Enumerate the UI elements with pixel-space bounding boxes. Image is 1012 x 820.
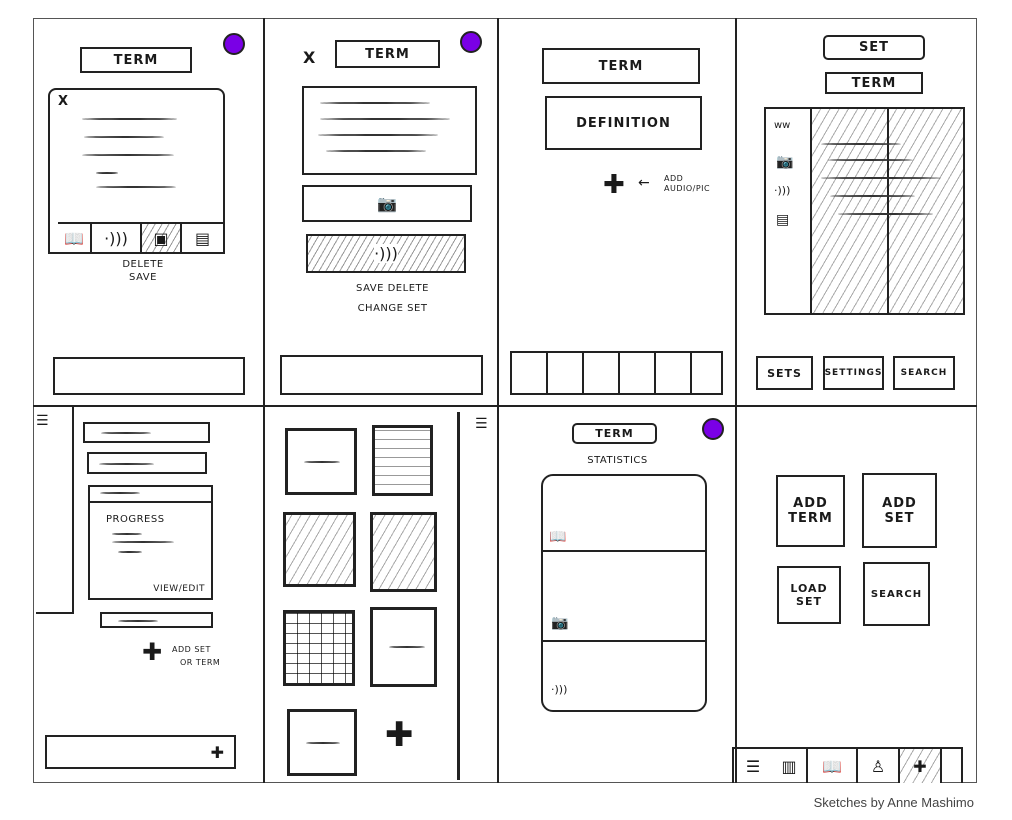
search-tab[interactable]: SEARCH — [893, 356, 955, 390]
book-icon: 📖 — [549, 529, 567, 545]
plus-icon[interactable]: ✚ — [603, 170, 625, 200]
divider — [497, 18, 499, 783]
save-delete-actions[interactable]: SAVE DELETE — [356, 283, 429, 294]
tile[interactable] — [283, 512, 356, 587]
plus-icon[interactable]: ✚ — [900, 749, 942, 783]
term-title: TERM — [335, 40, 440, 68]
camera-button[interactable]: 📷 — [302, 185, 472, 222]
definition-text-box[interactable] — [302, 86, 477, 175]
gallery-icon[interactable]: ▤ — [194, 228, 211, 248]
add-audio-pic-note: ADD AUDIO/PIC — [664, 174, 711, 194]
set-row[interactable] — [87, 452, 207, 474]
term-card: X 📖 ·))) ▣ ▤ — [48, 88, 225, 254]
add-set-label: ADD SET — [172, 645, 211, 654]
bottom-bar: ✚ — [45, 735, 236, 769]
set-row[interactable] — [83, 422, 210, 443]
book-icon[interactable]: 📖 — [808, 749, 858, 783]
audio-icon: ·))) — [551, 683, 568, 696]
tile[interactable] — [283, 610, 355, 686]
divider — [33, 405, 977, 407]
audio-icon[interactable]: ·))) — [774, 184, 791, 197]
divider — [263, 18, 265, 783]
marker-dot — [702, 418, 724, 440]
set-card-expanded: PROGRESS VIEW/EDIT — [88, 485, 213, 600]
scrollbar[interactable] — [457, 412, 460, 780]
divider — [735, 18, 737, 783]
audio-button[interactable]: ·))) — [306, 234, 466, 273]
bottom-bar — [53, 357, 245, 395]
camera-icon[interactable]: 📷 — [776, 154, 794, 170]
gallery-icon[interactable]: ▤ — [776, 212, 790, 228]
view-edit-link[interactable]: VIEW/EDIT — [153, 584, 205, 595]
tile[interactable] — [372, 425, 433, 496]
plus-icon[interactable]: ✚ — [142, 638, 163, 666]
tile[interactable] — [287, 709, 357, 776]
close-button[interactable]: X — [303, 48, 317, 67]
sets-icon[interactable]: ▥ — [772, 749, 808, 783]
bottom-bar — [280, 355, 483, 395]
definition-input[interactable]: DEFINITION — [545, 96, 702, 150]
menu-icon[interactable]: ☰ — [745, 756, 761, 776]
photo-icon[interactable]: ▣ — [142, 224, 182, 252]
plus-icon[interactable]: ✚ — [210, 742, 224, 762]
term-title: TERM — [80, 47, 192, 73]
statistics-title: STATISTICS — [587, 455, 648, 466]
or-term-label: OR TERM — [180, 658, 221, 667]
caption: Sketches by Anne Mashimo — [813, 795, 974, 810]
set-table: ww 📷 ·))) ▤ — [764, 107, 965, 315]
audio-icon: ·))) — [374, 244, 398, 263]
bottom-nav: ☰ ▥ 📖 ♙ ✚ — [732, 747, 963, 783]
term-title: TERM — [825, 72, 923, 94]
side-drawer — [36, 407, 74, 614]
save-action[interactable]: SAVE — [129, 272, 157, 283]
settings-tab[interactable]: SETTINGS — [823, 356, 884, 390]
profile-icon[interactable]: ♙ — [858, 749, 900, 783]
marker-dot — [460, 31, 482, 53]
set-title: SET — [823, 35, 925, 60]
close-button[interactable]: X — [58, 94, 70, 109]
bottom-bar — [510, 351, 723, 395]
set-row[interactable] — [100, 612, 213, 628]
plus-icon[interactable]: ✚ — [385, 715, 414, 755]
text-icon[interactable]: ww — [774, 120, 791, 131]
camera-icon: 📷 — [377, 194, 397, 213]
camera-icon: 📷 — [551, 615, 569, 631]
book-icon[interactable]: 📖 — [58, 224, 92, 252]
search-tile[interactable]: SEARCH — [863, 562, 930, 626]
marker-dot — [223, 33, 245, 55]
menu-icon[interactable]: ☰ — [36, 413, 49, 429]
statistics-card: 📖 📷 ·))) — [541, 474, 707, 712]
audio-icon[interactable]: ·))) — [92, 224, 142, 252]
sketch-frame — [33, 18, 977, 783]
tile[interactable] — [285, 428, 357, 495]
arrow-icon: ← — [638, 175, 650, 191]
tile[interactable] — [370, 607, 437, 687]
term-title: TERM — [572, 423, 657, 444]
term-input[interactable]: TERM — [542, 48, 700, 84]
progress-label: PROGRESS — [106, 514, 165, 525]
tile[interactable] — [370, 512, 437, 592]
menu-icon[interactable]: ☰ — [475, 416, 488, 432]
change-set-action[interactable]: CHANGE SET — [357, 303, 428, 314]
delete-action[interactable]: DELETE — [122, 259, 164, 270]
sets-tab[interactable]: SETS — [756, 356, 813, 390]
